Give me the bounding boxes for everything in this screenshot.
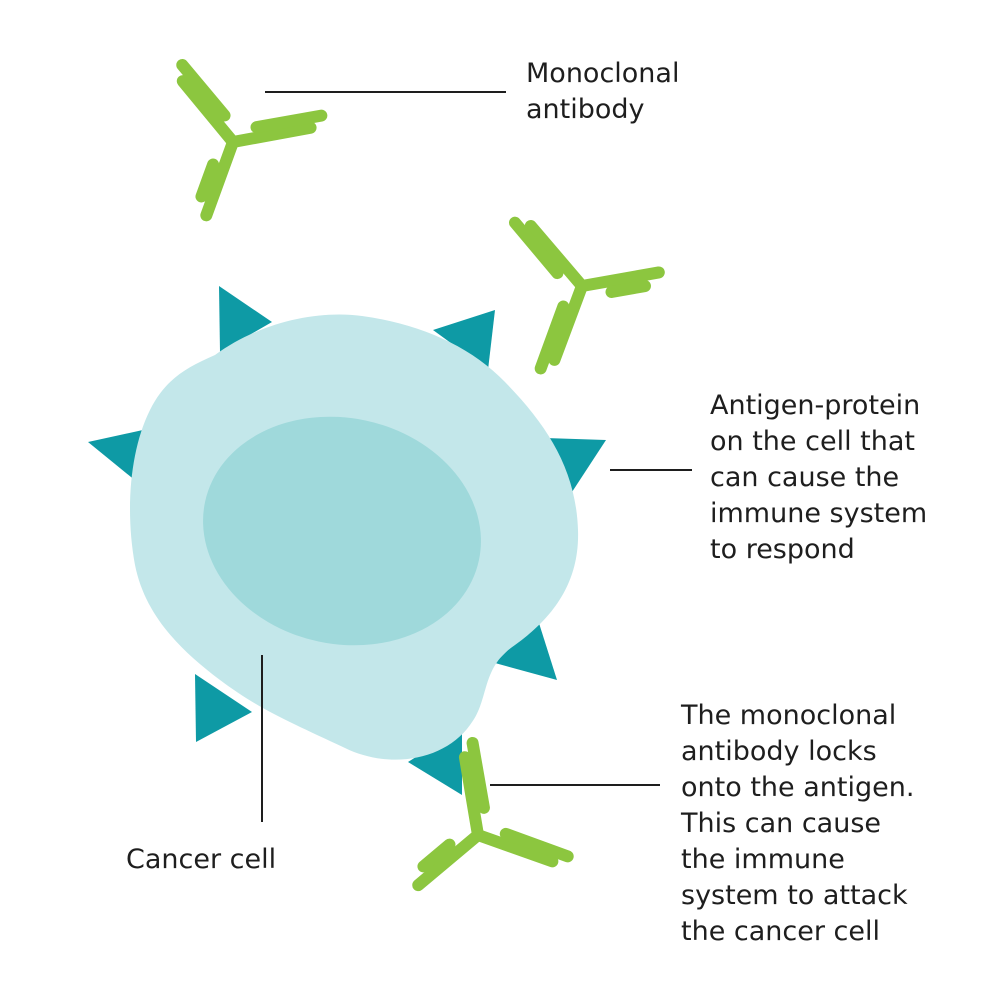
label-line: can cause the	[710, 462, 900, 493]
antigen-spike-top-right	[433, 310, 495, 370]
label-line: Cancer cell	[126, 844, 277, 875]
label-antibody-locks: The monoclonal antibody locks onto the a…	[681, 698, 914, 950]
label-line: on the cell that	[710, 426, 915, 457]
label-line: antibody locks	[681, 736, 877, 767]
antigen-spike-lower-right	[495, 620, 557, 680]
label-line: Antigen-protein	[710, 390, 921, 421]
cell-nucleus	[203, 416, 481, 646]
label-line: onto the antigen.	[681, 772, 915, 803]
antibody-approaching	[508, 216, 665, 375]
antibody-bound	[412, 736, 574, 892]
label-cancer-cell: Cancer cell	[126, 842, 276, 878]
antigen-spike-lower-left	[195, 674, 252, 742]
label-line: The monoclonal	[681, 700, 897, 731]
label-line: the cancer cell	[681, 916, 880, 947]
label-line: system to attack	[681, 880, 908, 911]
label-line: the immune	[681, 844, 845, 875]
label-antigen-protein: Antigen-protein on the cell that can cau…	[710, 388, 927, 568]
label-line: antibody	[526, 94, 645, 125]
label-line: immune system	[710, 498, 928, 529]
label-monoclonal-antibody: Monoclonal antibody	[526, 56, 679, 128]
label-line: Monoclonal	[526, 58, 680, 89]
antibody-free	[176, 59, 328, 222]
antigen-spike-top-left	[219, 286, 272, 352]
label-line: This can cause	[681, 808, 882, 839]
label-line: to respond	[710, 534, 855, 565]
leader-lines	[261, 91, 692, 822]
antigens	[88, 286, 606, 795]
antigen-spike-right	[545, 438, 606, 492]
